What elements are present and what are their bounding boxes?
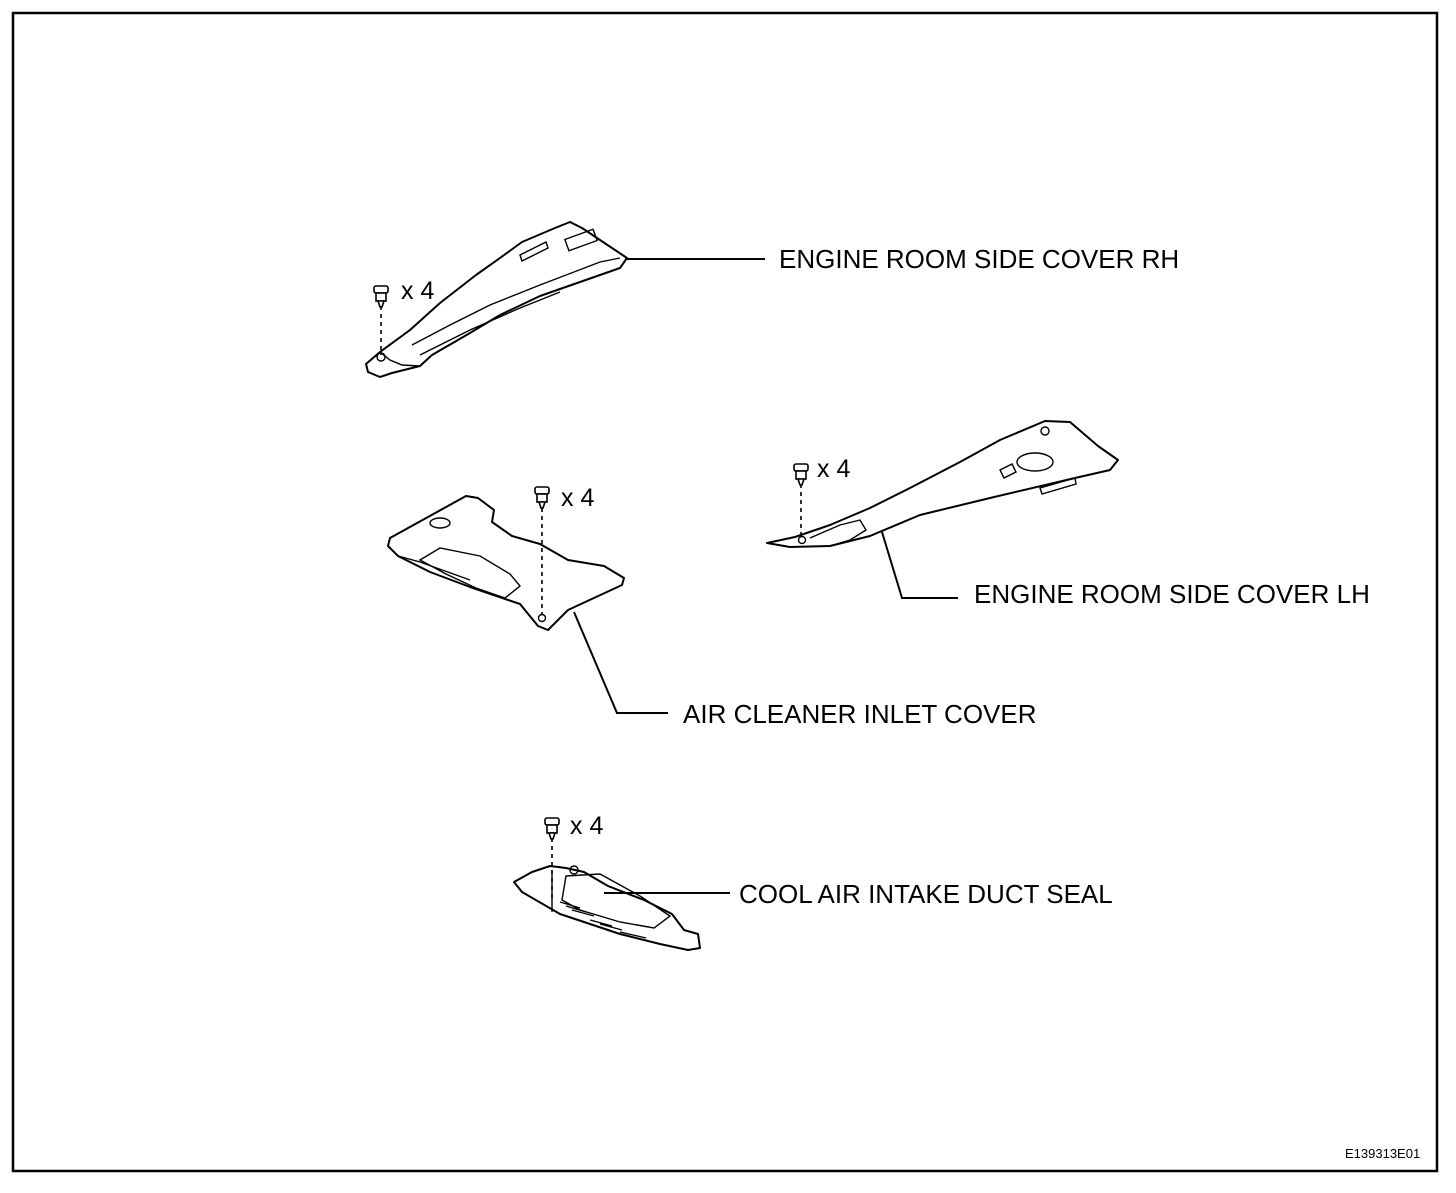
engine-room-side-cover-rh: x 4 ENGINE ROOM SIDE COVER RH xyxy=(365,221,1179,378)
cool-air-intake-duct-seal: x 4 COOL AIR INTAKE DUCT SEAL xyxy=(513,812,1113,951)
rh-cover-tab xyxy=(519,241,549,262)
engine-room-side-cover-lh: x 4 ENGINE ROOM SIDE COVER LH xyxy=(766,420,1370,609)
lh-cover-shape xyxy=(766,420,1119,548)
push-clip-icon xyxy=(534,486,550,509)
duct-seal-hole xyxy=(569,865,579,875)
rh-clip-quantity: x 4 xyxy=(401,277,434,305)
duct-seal-shape xyxy=(513,865,701,951)
duct-seal-label: COOL AIR INTAKE DUCT SEAL xyxy=(739,879,1113,909)
lh-cover-hole-2 xyxy=(797,535,807,545)
rh-cover-label: ENGINE ROOM SIDE COVER RH xyxy=(779,244,1179,274)
duct-seal-recess xyxy=(561,873,672,929)
diagram-border xyxy=(11,11,1439,1173)
lh-cover-tab xyxy=(1039,477,1077,495)
push-clip-icon xyxy=(544,817,560,840)
duct-seal-clip-quantity: x 4 xyxy=(570,812,603,840)
air-cleaner-cover-edge xyxy=(397,555,471,581)
rh-cover-ridge-2 xyxy=(419,291,561,356)
rh-cover-hole xyxy=(376,352,386,362)
lh-clip-quantity: x 4 xyxy=(817,455,850,483)
lh-cover-label: ENGINE ROOM SIDE COVER LH xyxy=(974,579,1370,609)
rh-cover-slot xyxy=(563,228,599,252)
push-clip-icon xyxy=(793,463,809,486)
lh-cover-slot xyxy=(999,463,1017,479)
air-cleaner-cover-hole xyxy=(429,517,451,529)
lh-cover-port xyxy=(1016,452,1054,472)
air-cleaner-inlet-cover: x 4 AIR CLEANER INLET COVER xyxy=(387,484,1037,729)
lh-cover-leader xyxy=(881,531,958,599)
air-cleaner-cover-recess xyxy=(418,547,521,599)
duct-seal-ribs xyxy=(559,901,647,939)
air-cleaner-leader xyxy=(573,611,668,714)
push-clip-icon xyxy=(373,285,389,308)
air-cleaner-label: AIR CLEANER INLET COVER xyxy=(683,699,1037,729)
lh-cover-recess xyxy=(809,519,867,547)
air-cleaner-clip-quantity: x 4 xyxy=(561,484,594,512)
air-cleaner-cover-shape xyxy=(387,495,625,631)
rh-cover-ridge xyxy=(411,257,621,346)
lh-cover-hole xyxy=(1040,426,1050,436)
figure-reference: E139313E01 xyxy=(1345,1146,1420,1161)
air-cleaner-cover-clip-hole xyxy=(537,613,547,623)
